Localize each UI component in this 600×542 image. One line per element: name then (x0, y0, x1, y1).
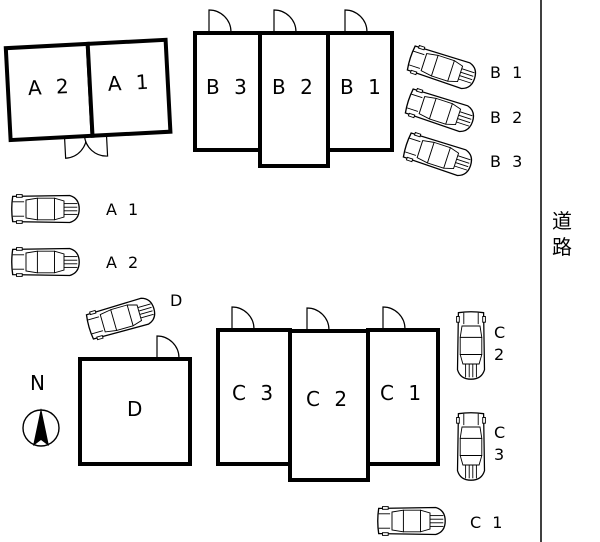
unit-c3-label: C 3 (232, 381, 277, 405)
door-icon (231, 306, 255, 330)
unit-c3[interactable] (216, 328, 292, 466)
road-label-char1: 道 (552, 209, 572, 233)
door-icon (273, 9, 297, 33)
parking-car-b1: B 1 (405, 43, 525, 93)
compass: N (22, 371, 60, 447)
parking-car-c2: C 2 (455, 311, 508, 380)
door-icon (344, 9, 368, 33)
parking-car-c1: C 1 (377, 505, 505, 537)
unit-b1-label: B 1 (340, 75, 385, 99)
parking-car-c3: C 3 (455, 412, 508, 481)
unit-b3[interactable] (193, 31, 262, 152)
unit-block-a: A 2 A 1 (3, 37, 173, 159)
door-icon (382, 306, 406, 330)
parking-label-c2-line2: 2 (494, 345, 507, 364)
unit-c1[interactable] (366, 328, 440, 466)
door-icon (306, 307, 330, 331)
unit-b2-label: B 2 (272, 75, 317, 99)
unit-d-label: D (127, 397, 146, 421)
parking-label-c3-line2: 3 (494, 445, 507, 464)
parking-label-c3-line1: C (494, 423, 508, 442)
unit-a1[interactable] (85, 37, 173, 138)
parking-label-c2-line1: C (494, 323, 508, 342)
parking-label-b1: B 1 (490, 63, 525, 82)
unit-a2-label: A 2 (27, 74, 73, 100)
unit-b3-label: B 3 (206, 75, 251, 99)
door-icon (208, 9, 232, 33)
parking-car-b2: B 2 (403, 86, 525, 136)
unit-b1[interactable] (326, 31, 394, 152)
compass-north-label: N (30, 371, 49, 395)
unit-block-b: B 3 B 2 B 1 (193, 9, 394, 168)
parking-car-a2: A 2 (11, 246, 141, 278)
parking-car-b3: B 3 (401, 130, 525, 180)
parking-label-d: D (170, 291, 185, 310)
parking-label-b3: B 3 (490, 152, 525, 171)
parking-car-a1: A 1 (11, 193, 141, 225)
parking-label-a2: A 2 (106, 253, 141, 272)
road-label-char2: 路 (552, 235, 572, 259)
unit-b2[interactable] (258, 31, 330, 168)
parking-label-b2: B 2 (490, 108, 525, 127)
parking-label-c1: C 1 (470, 513, 505, 532)
unit-d[interactable] (78, 357, 192, 466)
door-icon (156, 335, 180, 359)
north-arrow-icon (33, 408, 49, 446)
unit-c2-label: C 2 (306, 387, 351, 411)
unit-c1-label: C 1 (380, 381, 425, 405)
unit-block-c: C 3 C 2 C 1 (216, 306, 440, 482)
unit-a1-label: A 1 (107, 70, 153, 96)
parking-label-a1: A 1 (106, 200, 141, 219)
parking-car-d: D (84, 291, 185, 342)
unit-block-d: D (78, 335, 192, 466)
